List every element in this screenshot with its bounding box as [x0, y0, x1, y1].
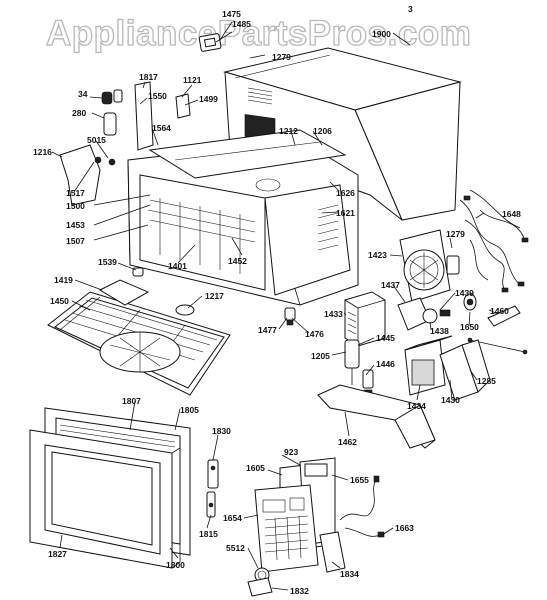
label-1430: 1430	[441, 395, 460, 405]
label-1517: 1517	[66, 188, 85, 198]
control-panel	[254, 457, 346, 573]
label-1650: 1650	[460, 322, 479, 332]
label-1446: 1446	[376, 359, 395, 369]
label-1434: 1434	[407, 401, 426, 411]
label-1401: 1401	[168, 261, 187, 271]
switch-parts	[467, 305, 528, 355]
label-280: 280	[72, 108, 86, 118]
label-1437: 1437	[381, 280, 400, 290]
label-1605: 1605	[246, 463, 265, 473]
label-1279-top: 1279	[272, 52, 291, 62]
label-1832: 1832	[290, 586, 309, 596]
label-1550: 1550	[148, 91, 167, 101]
label-1834: 1834	[340, 569, 359, 579]
top-left-parts	[59, 33, 222, 206]
label-1564: 1564	[152, 123, 171, 133]
label-1217: 1217	[205, 291, 224, 301]
label-3: 3	[408, 4, 413, 14]
label-1626: 1626	[336, 188, 355, 198]
label-1663: 1663	[395, 523, 414, 533]
label-1285: 1285	[477, 376, 496, 386]
door-button	[247, 567, 273, 597]
magnetron	[404, 335, 491, 401]
label-1462: 1462	[338, 437, 357, 447]
part-labels: 1475 1485 3 1900 1279 34 1817 1121 280 1…	[33, 4, 521, 596]
label-1827: 1827	[48, 549, 67, 559]
leader-lines	[51, 21, 499, 591]
label-1216: 1216	[33, 147, 52, 157]
label-1453: 1453	[66, 220, 85, 230]
label-1433: 1433	[324, 309, 343, 319]
label-1499: 1499	[199, 94, 218, 104]
label-1205: 1205	[311, 351, 330, 361]
label-1805: 1805	[180, 405, 199, 415]
foot-bracket	[284, 307, 296, 326]
wire-harness	[459, 189, 529, 293]
label-1121: 1121	[183, 75, 202, 85]
label-1279-right: 1279	[446, 229, 465, 239]
label-1445: 1445	[376, 333, 395, 343]
label-1450: 1450	[50, 296, 69, 306]
label-1460: 1460	[490, 306, 509, 316]
door-panel	[29, 429, 181, 569]
label-1655: 1655	[350, 475, 369, 485]
label-1507: 1507	[66, 236, 85, 246]
turntable-tray	[47, 267, 231, 396]
label-1539: 1539	[98, 257, 117, 267]
fan-assembly	[399, 229, 460, 303]
label-1419: 1419	[54, 275, 73, 285]
label-1500: 1500	[66, 201, 85, 211]
label-5512: 5512	[226, 543, 245, 553]
transformer	[344, 291, 386, 347]
label-1476: 1476	[305, 329, 324, 339]
label-1438: 1438	[430, 326, 449, 336]
label-1900: 1900	[372, 29, 391, 39]
door-latch	[206, 459, 219, 518]
fan-motor	[397, 293, 477, 331]
label-923: 923	[284, 447, 298, 457]
label-1423: 1423	[368, 250, 387, 260]
label-34: 34	[78, 89, 88, 99]
label-1452: 1452	[228, 256, 247, 266]
watermark-text: AppliancePartsPros.com	[46, 14, 471, 53]
label-1830: 1830	[212, 426, 231, 436]
label-1807: 1807	[122, 396, 141, 406]
label-1800: 1800	[166, 560, 185, 570]
label-5015: 5015	[87, 135, 106, 145]
label-1475: 1475	[222, 9, 241, 19]
label-1621: 1621	[336, 208, 355, 218]
label-1439: 1439	[455, 288, 474, 298]
control-wiring	[339, 475, 385, 538]
label-1815: 1815	[199, 529, 218, 539]
label-1648: 1648	[502, 209, 521, 219]
label-1654: 1654	[223, 513, 242, 523]
label-1485: 1485	[232, 19, 251, 29]
oven-cavity	[127, 129, 359, 306]
duct-cover	[317, 384, 436, 449]
label-1206: 1206	[313, 126, 332, 136]
label-1477: 1477	[258, 325, 277, 335]
label-1817: 1817	[139, 72, 158, 82]
label-1212: 1212	[279, 126, 298, 136]
